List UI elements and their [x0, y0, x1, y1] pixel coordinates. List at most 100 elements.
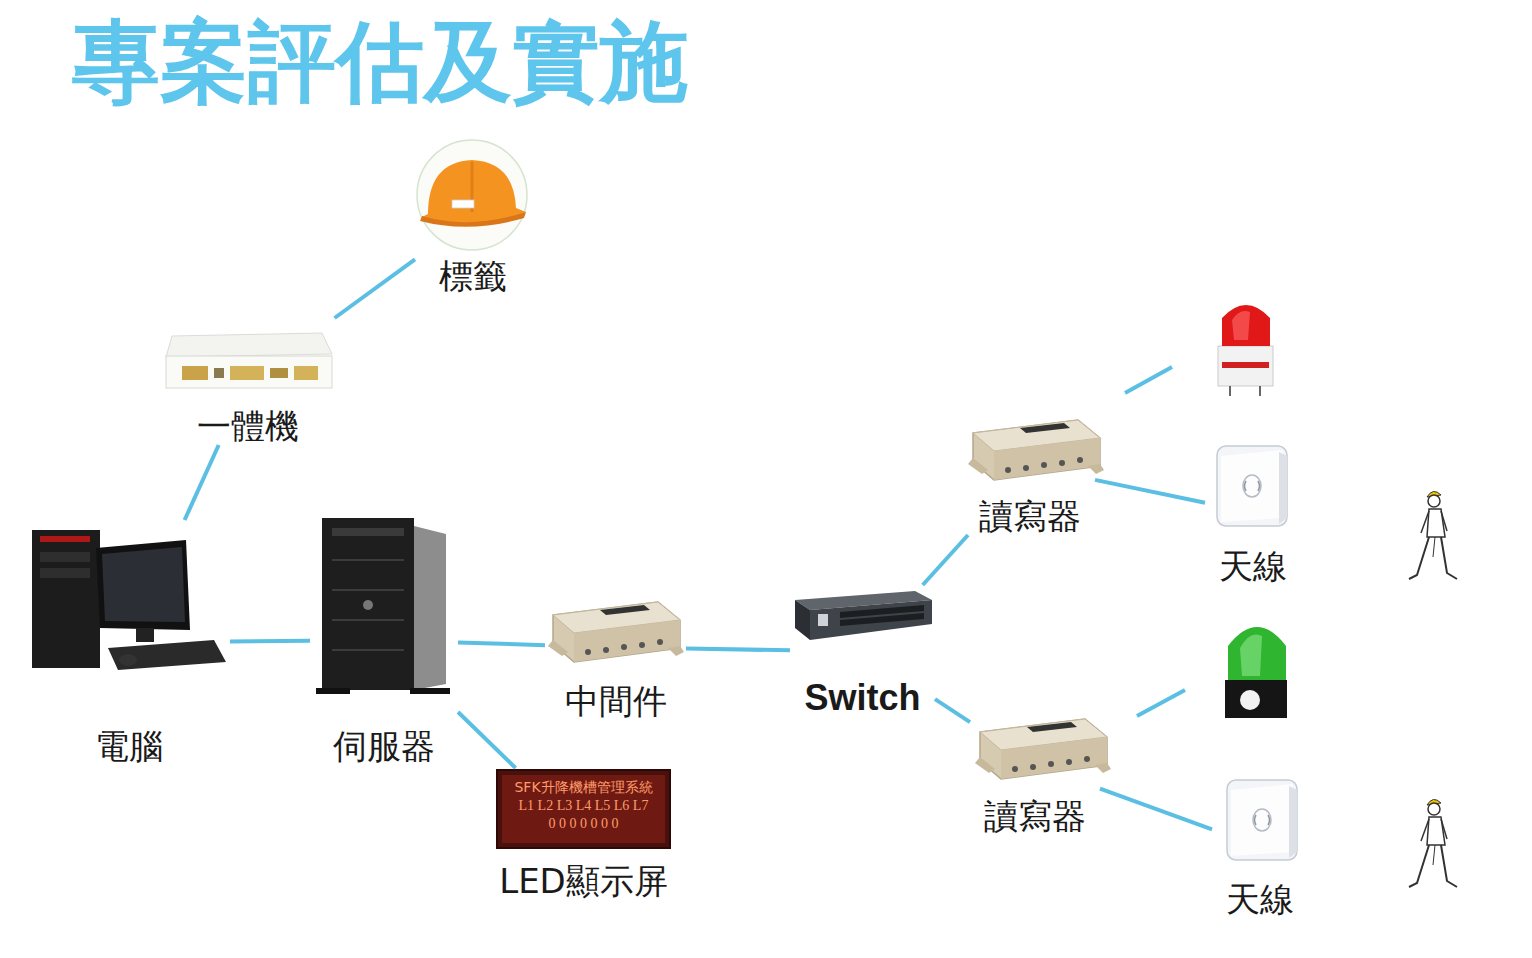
- worker-figure: [1409, 799, 1457, 887]
- device-label: 標籤: [439, 258, 507, 295]
- device-label: 伺服器: [333, 728, 435, 765]
- server-icon: [332, 649, 404, 651]
- reader-device: [968, 420, 1104, 480]
- green-warning-light: [1137, 627, 1287, 718]
- worker-figure: [1409, 491, 1457, 579]
- server-icon: [316, 688, 350, 694]
- switch-icon: [795, 591, 932, 640]
- reader-device: [968, 420, 1104, 480]
- device-label: LED顯示屏: [499, 863, 668, 900]
- computer-icon: [102, 547, 185, 622]
- device-label: 天線: [1226, 881, 1294, 918]
- led-panel: [502, 775, 665, 843]
- server-icon: [414, 526, 446, 690]
- computer-icon: [40, 536, 90, 542]
- middleware-device: [548, 602, 684, 662]
- computer-icon: [136, 628, 154, 642]
- device-label: Switch: [804, 678, 920, 718]
- computer-icon: [32, 530, 100, 668]
- server-icon: [363, 600, 373, 610]
- server-icon: [316, 518, 450, 694]
- device-label: 電腦: [95, 728, 163, 765]
- red-warning-light: [1229, 386, 1231, 396]
- antenna-icon: [1227, 780, 1297, 860]
- connector-line: [923, 535, 968, 585]
- all-in-one-device: [166, 333, 332, 357]
- green-warning-light: [1240, 635, 1262, 677]
- connector-line: [230, 639, 310, 644]
- device-node: 伺服器: [310, 515, 458, 765]
- all-in-one-device: [182, 366, 208, 380]
- connector-line: [686, 649, 790, 651]
- page-title: 專案評估及實施: [72, 14, 688, 111]
- device-label: 讀寫器: [984, 798, 1086, 835]
- computer-icon: [96, 540, 190, 630]
- connector-line: [458, 712, 516, 768]
- red-warning-light: [1218, 346, 1273, 386]
- connector-line: [1095, 480, 1205, 503]
- green-warning-light: [1225, 680, 1287, 718]
- device-node: 一體機: [160, 318, 335, 445]
- red-warning-light: [1125, 367, 1172, 393]
- antenna-icon: [1217, 446, 1287, 526]
- device-label: 讀寫器: [979, 498, 1081, 535]
- computer-icon: [108, 640, 226, 670]
- red-warning-light: [1232, 311, 1250, 340]
- connector-line: [458, 642, 545, 645]
- server-icon: [332, 589, 404, 591]
- red-warning-light: [1222, 362, 1269, 368]
- device-node: 天線: [1212, 775, 1307, 918]
- device-node: 天線: [1205, 440, 1300, 585]
- red-warning-light: [1125, 305, 1273, 396]
- switch-icon: [810, 600, 932, 640]
- antenna-icon: [1227, 780, 1297, 860]
- switch-icon: [795, 600, 810, 640]
- device-node: Switch: [790, 585, 935, 718]
- all-in-one-device: [166, 356, 332, 388]
- red-warning-light: [1259, 386, 1261, 396]
- server-icon: [322, 518, 414, 690]
- middleware-device: [548, 602, 684, 662]
- led-panel: [497, 770, 670, 848]
- computer-icon: [119, 654, 137, 666]
- green-warning-light: [1240, 690, 1260, 710]
- server-icon: [332, 559, 404, 561]
- all-in-one-device: [270, 368, 288, 378]
- connector-line: [935, 699, 970, 722]
- device-node: 中間件: [545, 575, 686, 720]
- device-node: 讀寫器: [965, 398, 1095, 535]
- reader-device: [975, 719, 1111, 779]
- antenna-icon: [1217, 446, 1287, 526]
- device-node: 讀寫器: [970, 695, 1100, 835]
- switch-icon: [840, 613, 924, 626]
- red-warning-light: [1222, 305, 1270, 346]
- server-icon: [332, 619, 404, 621]
- device-label: 中間件: [565, 683, 667, 720]
- worker-figure: [1409, 799, 1457, 887]
- device-label: 一體機: [197, 408, 299, 445]
- led-display-text: SFK升降機槽管理系統: [514, 780, 652, 795]
- green-warning-light: [1228, 627, 1286, 682]
- device-node: SFK升降機槽管理系統L1 L2 L3 L4 L5 L6 L70 0 0 0 0…: [480, 768, 687, 900]
- reader-device: [975, 719, 1111, 779]
- helmet-icon: [420, 212, 526, 227]
- computer-icon: [32, 530, 226, 670]
- computer-icon: [40, 568, 90, 578]
- helmet-icon: [452, 200, 474, 208]
- led-display-text: L1 L2 L3 L4 L5 L6 L7: [519, 798, 649, 813]
- helmet-icon: [422, 160, 526, 223]
- helmet-icon: [417, 140, 527, 250]
- all-in-one-device: [166, 333, 332, 388]
- connector-line: [185, 445, 219, 520]
- device-node: 電腦: [28, 520, 230, 765]
- server-icon: [410, 688, 450, 694]
- helmet-icon: [417, 140, 527, 250]
- connector-line: [1100, 789, 1212, 830]
- led-panel: [497, 770, 670, 848]
- all-in-one-device: [294, 366, 318, 380]
- device-node: 標籤: [415, 140, 530, 295]
- green-warning-light: [1137, 690, 1185, 716]
- switch-icon: [818, 614, 828, 626]
